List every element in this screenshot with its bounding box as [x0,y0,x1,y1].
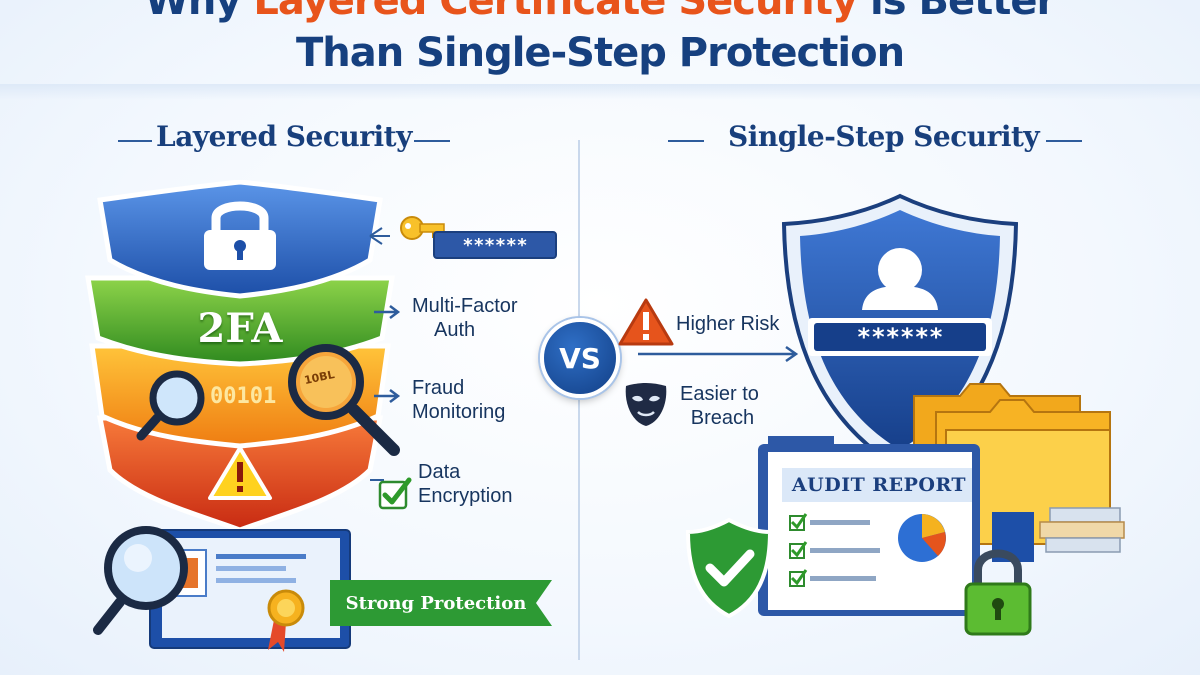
pie-chart-icon [898,514,946,562]
page-title-line1: Why Layered Certificate Security is Bett… [0,0,1200,24]
label-arrows [370,305,401,481]
risk-arrow [638,345,799,363]
check-box-icon [378,477,412,510]
breach-line1: Easier to [680,383,759,405]
mask-icon [625,383,667,426]
warning-icon [208,446,272,500]
easier-to-breach-label: Easier to Breach [680,382,759,430]
user-head [878,248,922,292]
vs-badge: VS [540,318,620,398]
heading-dash-left-a [118,140,152,142]
fraud-line2: Monitoring [412,401,506,423]
data-encryption-label: Data Encryption [418,460,513,508]
single-shield-illustration [781,193,1019,471]
user-body [862,286,938,310]
header-divider [0,84,1200,100]
encryption-line1: Data [418,461,461,483]
audit-report-title: AUDIT REPORT [791,474,967,496]
title-suffix: is Better [857,0,1056,24]
green-layer [85,275,395,367]
multi-factor-line1: Multi-Factor [412,295,518,317]
higher-risk-label: Higher Risk [676,313,780,335]
title-highlight: Layered Certificate Security [253,0,858,24]
2fa-label: 2FA [197,304,283,352]
fraud-magnifier-icon [288,344,400,456]
password-mask-right: ****** [856,323,944,351]
center-divider [578,140,580,660]
checklist [789,513,880,587]
magnifier-icon [136,370,205,441]
layered-security-heading: Layered Security [156,120,412,153]
fraud-line1: Fraud [412,377,465,399]
strong-protection-label: Strong Protection [345,592,527,614]
heading-dash-left-b [414,140,450,142]
lock-icon [204,201,276,270]
check-shield-icon [685,517,773,619]
key-password-illustration [369,216,557,259]
breach-line2: Breach [690,407,755,429]
green-padlock-icon [964,549,1032,636]
multi-factor-label: Multi-Factor Auth [412,294,518,342]
layered-shield-illustration [85,180,395,533]
multi-factor-line2: Auth [434,319,476,341]
single-step-heading: Single-Step Security [728,120,1040,153]
encryption-line2: Encryption [418,485,513,507]
strong-protection-banner [330,580,552,626]
title-prefix: Why [144,0,254,24]
password-mask-left: ****** [462,234,528,256]
audit-report-document [758,436,980,616]
fraud-monitoring-label: Fraud Monitoring [412,376,505,424]
binary-text: 00101 [210,384,277,409]
heading-dash-right-b [1046,140,1082,142]
page-title-line2: Than Single-Step Protection [295,30,905,76]
heading-dash-right-a [668,140,704,142]
certificate-illustration [93,526,351,652]
warning-triangle-icon [618,298,674,346]
